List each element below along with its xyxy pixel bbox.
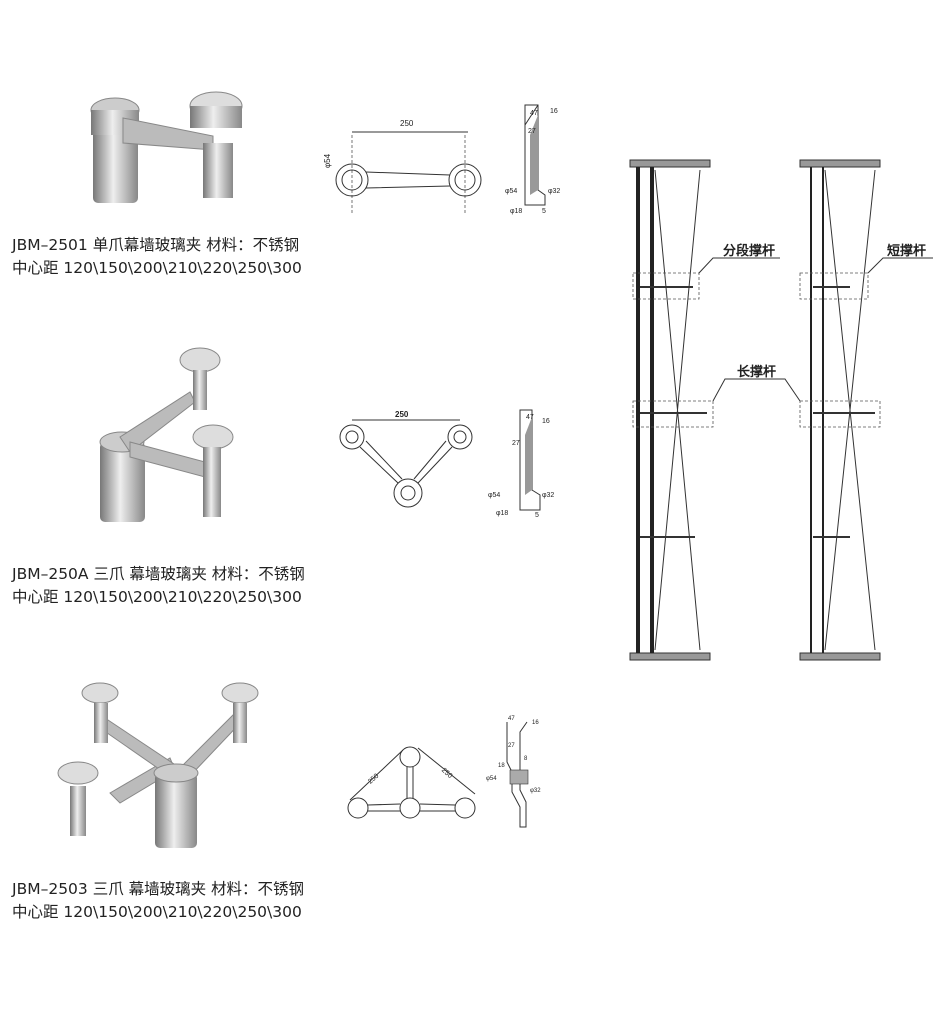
product-caption-jbm-250a: JBM–250A 三爪 幕墙玻璃夹 材料：不锈钢 中心距 120\150\200… (12, 563, 305, 609)
dim-16: 16 (550, 108, 558, 115)
dim-shaft-54: φ54 (488, 492, 500, 499)
curtain-wall-strut-diagram: 分段撑杆 长撑杆 短撑杆 (629, 159, 933, 661)
product-photo-jbm-2501 (90, 91, 243, 203)
dim-47: 47 (530, 110, 538, 117)
product-photo-jbm-2503 (57, 682, 259, 848)
caption-model-material: JBM–250A 三爪 幕墙玻璃夹 材料：不锈钢 (12, 565, 305, 583)
label-short-strut: 短撑杆 (887, 243, 926, 259)
caption-model-material: JBM–2501 单爪幕墙玻璃夹 材料：不锈钢 (12, 236, 300, 254)
product-caption-jbm-2503: JBM–2503 三爪 幕墙玻璃夹 材料：不锈钢 中心距 120\150\200… (12, 878, 304, 924)
dim-27: 27 (508, 743, 515, 749)
dim-shaft-54: φ54 (486, 776, 497, 782)
caption-center-distance: 中心距 120\150\200\210\220\250\300 (12, 903, 302, 921)
dim-47: 47 (508, 716, 515, 722)
technical-drawing-jbm-250a: 250 47 16 27 φ54 φ32 φ18 5 (339, 409, 554, 519)
dim-span-right: 250 (440, 767, 453, 780)
label-segment-strut: 分段撑杆 (723, 243, 775, 259)
product-photo-jbm-250a (99, 347, 234, 522)
dim-16: 16 (532, 720, 539, 726)
dim-5: 5 (542, 208, 546, 215)
dim-18: 18 (498, 763, 505, 769)
dim-shaft-18: φ18 (510, 208, 522, 215)
label-long-strut: 长撑杆 (737, 364, 776, 380)
product-caption-jbm-2501: JBM–2501 单爪幕墙玻璃夹 材料：不锈钢 中心距 120\150\200\… (12, 234, 302, 280)
caption-model-material: JBM–2503 三爪 幕墙玻璃夹 材料：不锈钢 (12, 880, 305, 898)
dim-27: 27 (512, 440, 520, 447)
dim-16: 16 (542, 418, 550, 425)
dim-shaft-54: φ54 (505, 188, 517, 195)
dim-shaft-18: φ18 (496, 510, 508, 517)
caption-center-distance: 中心距 120\150\200\210\220\250\300 (12, 588, 302, 606)
dim-47: 47 (526, 414, 534, 421)
technical-drawing-jbm-2501: 250 φ54 47 16 27 φ54 φ32 φ18 5 (323, 104, 560, 215)
dim-shaft-32: φ32 (542, 492, 554, 499)
dim-27: 27 (528, 128, 536, 135)
dim-span: 250 (400, 119, 414, 128)
dim-shaft-32: φ32 (530, 788, 541, 794)
dim-5: 5 (535, 512, 539, 519)
caption-center-distance: 中心距 120\150\200\210\220\250\300 (12, 259, 302, 277)
dim-shaft-32: φ32 (548, 188, 560, 195)
dim-diameter-54: φ54 (323, 153, 332, 168)
dim-span-left: 250 (367, 773, 380, 786)
dim-8: 8 (524, 756, 528, 762)
dim-span: 250 (395, 410, 409, 419)
technical-drawing-jbm-2503: 250 250 47 16 27 18 φ54 φ32 8 (347, 716, 541, 828)
